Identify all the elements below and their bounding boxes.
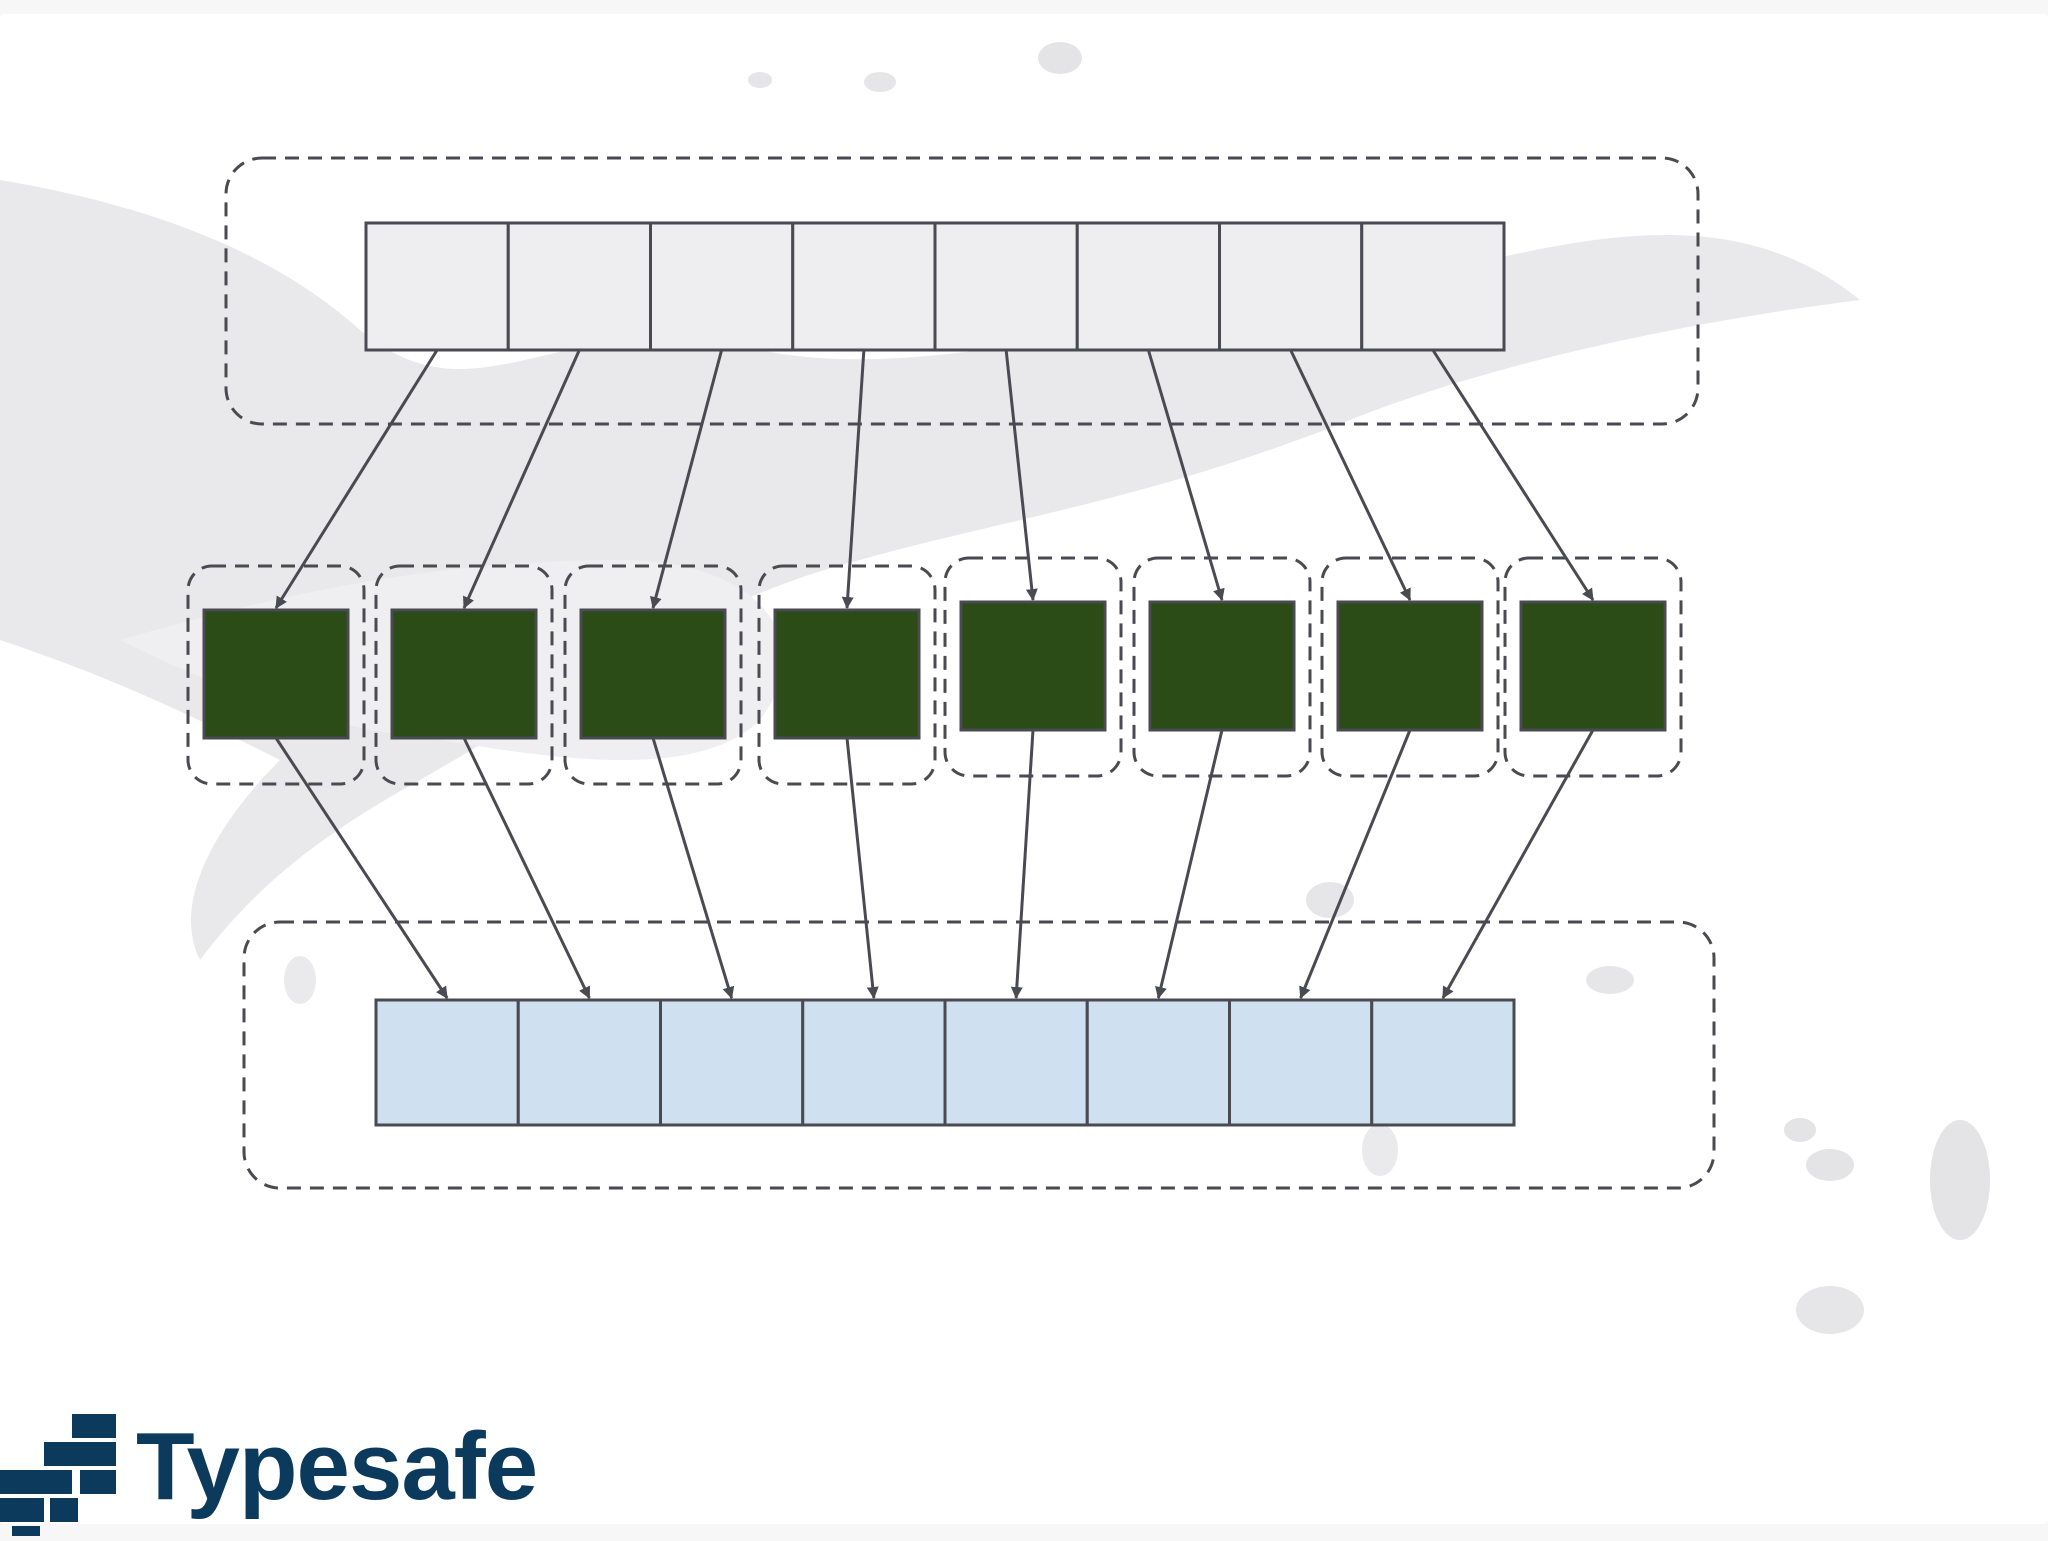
- worker-group: [186, 564, 366, 786]
- arrows: [274, 349, 1595, 999]
- worker-group: [374, 564, 554, 786]
- bottom-array-cell: [943, 998, 1089, 1127]
- top-array-cell: [791, 221, 937, 352]
- bottom-array-cell: [1085, 998, 1231, 1127]
- arrow-top-to-worker: [650, 349, 724, 609]
- bottom-array-group: [242, 920, 1716, 1190]
- bottom-array: [374, 998, 1516, 1127]
- arrow-worker-to-bottom: [1299, 729, 1412, 999]
- worker-box: [202, 608, 350, 740]
- worker-box: [1519, 600, 1667, 732]
- arrow-worker-to-bottom: [1441, 729, 1595, 999]
- bottom-array-cell: [516, 998, 662, 1127]
- top-array-cell: [1360, 221, 1506, 352]
- arrow-top-to-worker: [1431, 349, 1595, 601]
- arrow-worker-to-bottom: [1155, 729, 1224, 999]
- brand-name: Typesafe: [136, 1413, 538, 1520]
- worker-box: [1148, 600, 1296, 732]
- arrow-top-to-worker: [274, 349, 439, 609]
- top-array-cell: [649, 221, 795, 352]
- top-array-cell: [933, 221, 1079, 352]
- worker-box: [390, 608, 538, 740]
- worker-box: [579, 608, 727, 740]
- top-array-group: [224, 156, 1700, 426]
- worker-group: [1132, 556, 1312, 778]
- top-array-cell: [1218, 221, 1364, 352]
- arrow-top-to-worker: [841, 349, 866, 609]
- top-array-cell: [506, 221, 652, 352]
- bottom-array-cell: [801, 998, 947, 1127]
- arrow-worker-to-bottom: [1010, 729, 1035, 999]
- arrow-top-to-worker: [1289, 349, 1412, 601]
- top-array-cell: [364, 221, 510, 352]
- bottom-array-cell: [374, 998, 520, 1127]
- worker-row: [202, 600, 1667, 740]
- arrow-worker-to-bottom: [274, 737, 449, 999]
- worker-group: [943, 556, 1123, 778]
- worker-group: [563, 564, 743, 786]
- arrow-top-to-worker: [1004, 349, 1038, 601]
- top-array: [364, 221, 1506, 352]
- arrow-worker-to-bottom: [651, 737, 735, 999]
- worker-group: [1503, 556, 1683, 778]
- arrow-top-to-worker: [462, 349, 581, 609]
- bottom-array-cell: [1370, 998, 1516, 1127]
- dashed-groups: [186, 156, 1716, 1190]
- arrow-top-to-worker: [1146, 349, 1225, 601]
- worker-box: [773, 608, 921, 740]
- worker-box: [1336, 600, 1484, 732]
- arrow-worker-to-bottom: [462, 737, 591, 999]
- worker-group: [1320, 556, 1500, 778]
- typesafe-logo-icon: [0, 1414, 116, 1536]
- worker-group: [757, 564, 937, 786]
- worker-box: [959, 600, 1107, 732]
- arrow-worker-to-bottom: [845, 737, 879, 999]
- top-array-cell: [1075, 221, 1221, 352]
- bottom-array-cell: [1228, 998, 1374, 1127]
- bottom-array-cell: [659, 998, 805, 1127]
